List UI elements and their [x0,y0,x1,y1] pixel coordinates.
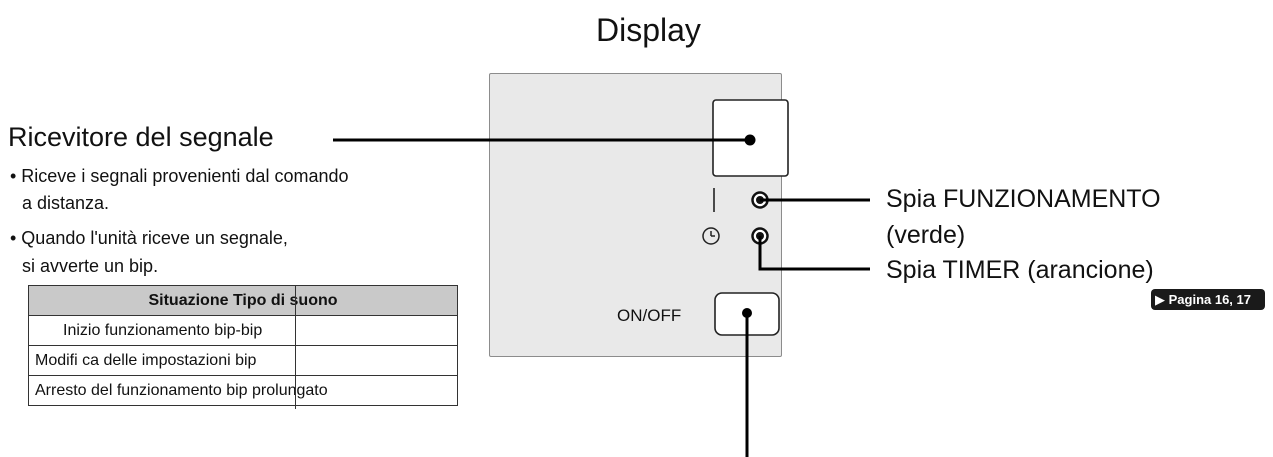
timer-lamp-label: Spia TIMER (arancione) [886,256,1154,284]
bullet-receive-signals-cont: a distanza. [22,193,110,213]
clock-icon [702,227,720,245]
operation-lamp-label-cont: (verde) [886,221,966,249]
bullet-receive-signals: • Riceve i segnali provenienti dal coman… [10,166,349,186]
onoff-label: ON/OFF [617,306,682,325]
bullet-beep-cont: si avverte un bip. [22,256,159,276]
table-row: Modifi ca delle impostazioni bip [28,345,458,376]
bullet-beep: • Quando l'unità riceve un segnale, [10,228,288,248]
timer-leader-line [758,236,870,271]
receiver-dot [744,134,756,146]
beep-situation-table: Situazione Tipo di suono Inizio funziona… [28,285,458,406]
table-row: Arresto del funzionamento bip prolungato [28,375,458,406]
operation-lamp-label: Spia FUNZIONAMENTO [886,185,1161,213]
display-title: Display [596,12,701,48]
table-row: Inizio funzionamento bip-bip [28,315,458,346]
table-column-divider [295,285,297,409]
page-reference-badge: ▶ Pagina 16, 17 [1151,289,1265,310]
signal-receiver-title: Ricevitore del segnale [8,122,274,152]
